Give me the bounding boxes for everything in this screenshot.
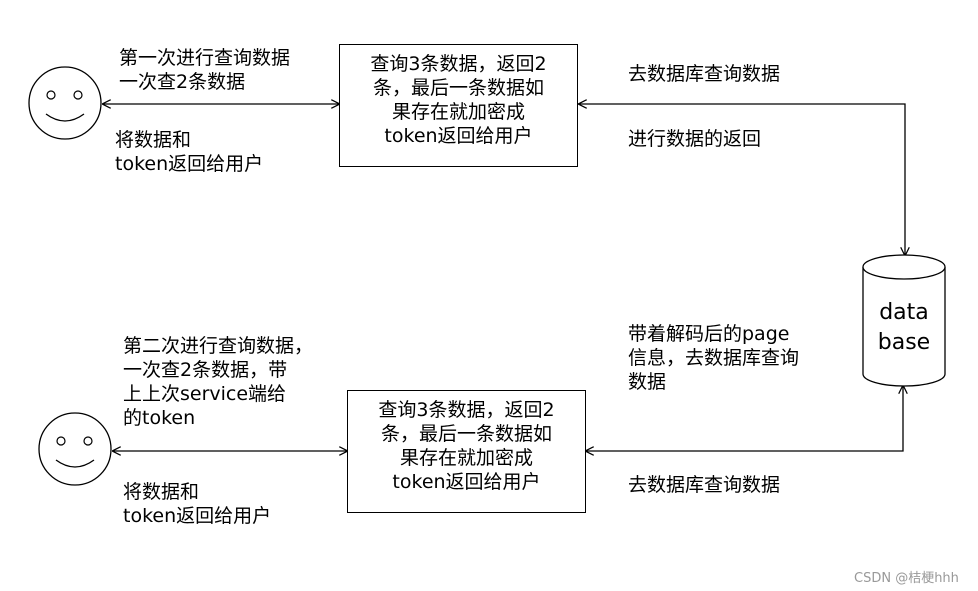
top-user-response-label: 将数据和 token返回给用户 xyxy=(115,129,264,175)
bottom-db-request-label: 带着解码后的page 信息，去数据库查询 数据 xyxy=(628,323,800,393)
top-server-db-connector xyxy=(579,104,905,255)
bottom-server-box: 查询3条数据，返回2 条，最后一条数据如 果存在就加密成 token返回给用户 xyxy=(347,390,586,513)
top-server-box: 查询3条数据，返回2 条，最后一条数据如 果存在就加密成 token返回给用户 xyxy=(339,44,578,167)
watermark: CSDN @桔梗hhh xyxy=(854,571,959,586)
bottom-db-response-label: 去数据库查询数据 xyxy=(628,474,781,496)
bottom-user-response-label: 将数据和 token返回给用户 xyxy=(123,481,272,527)
database-label: data base xyxy=(877,300,931,355)
user-top-icon xyxy=(28,66,102,140)
bottom-server-db-connector xyxy=(586,386,903,451)
top-db-request-label: 去数据库查询数据 xyxy=(628,63,781,85)
bottom-user-request-label: 第二次进行查询数据， 一次查2条数据，带 上上次service端给 的token xyxy=(123,335,314,429)
user-bottom-icon xyxy=(38,412,112,486)
database-cylinder-icon xyxy=(862,254,946,387)
top-user-request-label: 第一次进行查询数据 一次查2条数据 xyxy=(119,47,291,93)
top-db-response-label: 进行数据的返回 xyxy=(628,128,762,150)
